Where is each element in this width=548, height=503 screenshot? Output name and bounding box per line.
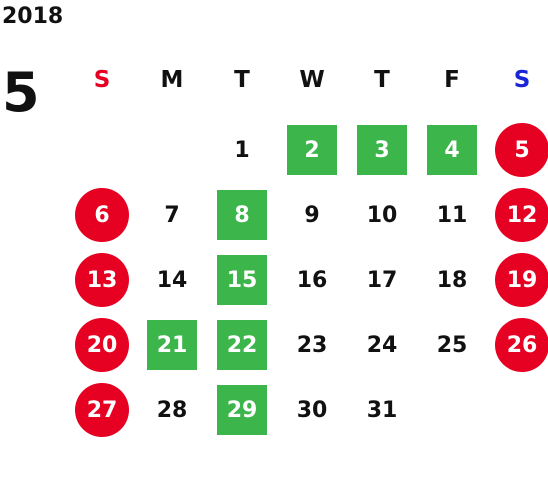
day-cell-19[interactable]: 19	[495, 253, 548, 307]
day-cell-28[interactable]: 28	[156, 397, 188, 423]
day-cell-15[interactable]: 15	[217, 255, 267, 305]
weekday-header-0: S	[93, 67, 111, 93]
weekday-header-5: F	[444, 67, 460, 93]
day-cell-4[interactable]: 4	[427, 125, 477, 175]
day-cell-27[interactable]: 27	[75, 383, 129, 437]
day-cell-7[interactable]: 7	[164, 202, 180, 228]
weekday-header-1: M	[160, 67, 184, 93]
day-cell-16[interactable]: 16	[296, 267, 328, 293]
day-cell-25[interactable]: 25	[436, 332, 468, 358]
day-cell-14[interactable]: 14	[156, 267, 188, 293]
day-cell-26[interactable]: 26	[495, 318, 548, 372]
day-cell-5[interactable]: 5	[495, 123, 548, 177]
day-cell-23[interactable]: 23	[296, 332, 328, 358]
month-number: 5	[2, 61, 40, 124]
day-cell-3[interactable]: 3	[357, 125, 407, 175]
day-cell-2[interactable]: 2	[287, 125, 337, 175]
day-cell-1[interactable]: 1	[234, 137, 250, 163]
day-cell-9[interactable]: 9	[304, 202, 320, 228]
day-cell-31[interactable]: 31	[366, 397, 398, 423]
day-cell-24[interactable]: 24	[366, 332, 398, 358]
day-cell-6[interactable]: 6	[75, 188, 129, 242]
weekday-header-6: S	[513, 67, 531, 93]
day-cell-18[interactable]: 18	[436, 267, 468, 293]
day-cell-13[interactable]: 13	[75, 253, 129, 307]
year-label: 2018	[2, 4, 64, 29]
day-cell-11[interactable]: 11	[436, 202, 468, 228]
day-cell-12[interactable]: 12	[495, 188, 548, 242]
day-cell-10[interactable]: 10	[366, 202, 398, 228]
day-cell-17[interactable]: 17	[366, 267, 398, 293]
day-cell-8[interactable]: 8	[217, 190, 267, 240]
day-cell-22[interactable]: 22	[217, 320, 267, 370]
day-cell-21[interactable]: 21	[147, 320, 197, 370]
day-cell-30[interactable]: 30	[296, 397, 328, 423]
day-cell-20[interactable]: 20	[75, 318, 129, 372]
weekday-header-4: T	[374, 67, 390, 93]
day-cell-29[interactable]: 29	[217, 385, 267, 435]
weekday-header-3: W	[299, 67, 325, 93]
weekday-header-2: T	[234, 67, 250, 93]
